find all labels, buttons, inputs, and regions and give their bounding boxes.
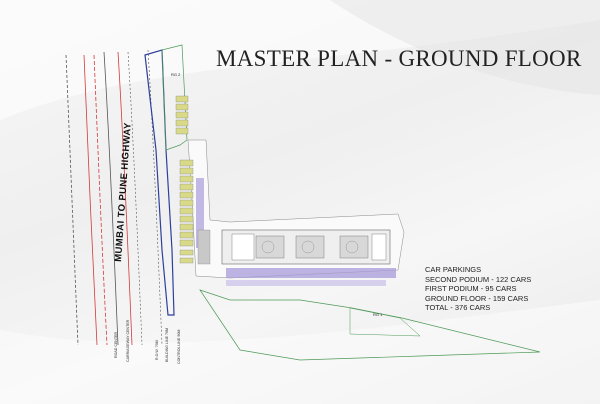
road-label: CONTROL LINE 90M bbox=[177, 330, 181, 364]
parking-line: FIRST PODIUM - 95 CARS bbox=[425, 284, 517, 294]
parking-heading: CAR PARKINGS bbox=[425, 265, 482, 274]
parking-horizontal bbox=[226, 268, 396, 286]
road-label: CARRIAGEWAY CENTER bbox=[126, 319, 130, 362]
parking-line: TOTAL - 376 CARS bbox=[425, 303, 491, 313]
villas-upper bbox=[175, 95, 189, 135]
villas-middle bbox=[179, 159, 194, 264]
highway-label: MUMBAI TO PUNE HIGHWAY bbox=[113, 122, 134, 262]
road-labels: ROAD CENTER CARRIAGEWAY CENTER R.O.W. 76… bbox=[114, 319, 181, 364]
rg2-label: RG 2 bbox=[171, 72, 181, 77]
page-title: MASTER PLAN - GROUND FLOOR bbox=[216, 46, 582, 71]
road-label: R.O.W. 76M bbox=[155, 340, 159, 360]
rg1-inner-outline bbox=[349, 307, 421, 337]
podium-building bbox=[221, 229, 391, 265]
rg2-outline bbox=[161, 44, 188, 151]
rg1-label: RG 1 bbox=[373, 312, 383, 317]
road-label: BUILDING LINE 76M bbox=[165, 328, 169, 362]
car-parking-summary: CAR PARKINGS SECOND PODIUM - 122 CARS FI… bbox=[425, 265, 531, 313]
rg1-outline bbox=[199, 289, 541, 361]
highway-lines bbox=[65, 49, 163, 346]
parking-vertical bbox=[196, 178, 211, 265]
parking-line: GROUND FLOOR - 159 CARS bbox=[425, 293, 529, 303]
road-label: ROAD CENTER bbox=[114, 331, 118, 358]
site-boundary bbox=[144, 49, 175, 316]
parking-line: SECOND PODIUM - 122 CARS bbox=[425, 274, 532, 284]
